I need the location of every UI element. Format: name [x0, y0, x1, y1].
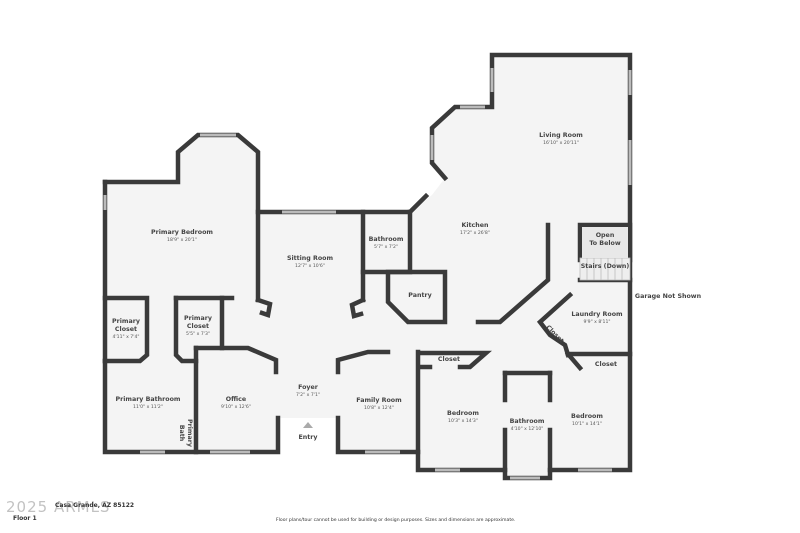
entry-label: Entry: [298, 434, 317, 441]
entry-arrow-icon: [303, 422, 313, 428]
primary-closet-2-dim: 5'5" x 7'3": [186, 331, 210, 337]
primary-closet-dim: 4'11" x 7'4": [112, 334, 139, 340]
foyer-label: Foyer: [298, 384, 319, 391]
primary-closet-label: Primary: [112, 318, 140, 325]
bathroom-dim: 5'7" x 7'2": [374, 244, 398, 250]
floor-label: Floor 1: [13, 515, 37, 522]
foyer-dim: 7'2" x 7'1": [296, 392, 320, 398]
primary-bathroom-dim: 11'0" x 11'2": [133, 404, 163, 410]
living-room-dim: 16'10" x 20'11": [543, 140, 579, 146]
primary-bedroom-dim: 18'9" x 20'1": [167, 237, 197, 243]
bedroom-2-closet-label: Closet: [595, 361, 617, 368]
laundry-room-dim: 9'9" x 8'11": [583, 319, 610, 325]
address: Casa Grande, AZ 85122: [55, 502, 135, 509]
primary-bedroom-label: Primary Bedroom: [151, 229, 213, 236]
living-room-label: Living Room: [539, 132, 583, 139]
pantry-label: Pantry: [408, 292, 431, 299]
bedroom-closet-label: Closet: [438, 356, 460, 363]
primary-closet-2-label: Primary: [184, 315, 212, 322]
open-to-below-area: [582, 227, 628, 258]
bedroom-label: Bedroom: [447, 410, 479, 417]
bedroom-2-label: Bedroom: [571, 413, 603, 420]
floor-area: [105, 55, 630, 478]
sitting-room-label: Sitting Room: [287, 255, 334, 262]
office-label: Office: [226, 396, 246, 403]
watermark: 2025 ARMLS: [6, 498, 111, 516]
sitting-room-dim: 12'7" x 10'6": [295, 263, 325, 269]
disclaimer: Floor plans/tour cannot be used for buil…: [276, 518, 516, 523]
office-dim: 9'10" x 12'6": [221, 404, 251, 410]
bedroom-dim: 10'3" x 14'3": [448, 418, 478, 424]
bathroom-2-dim: 4'10" x 12'10": [511, 426, 544, 432]
open-below-label-2: To Below: [589, 240, 621, 247]
windows: [103, 68, 632, 480]
family-room-label: Family Room: [356, 397, 402, 404]
laundry-room-label: Laundry Room: [571, 311, 623, 318]
kitchen-label: Kitchen: [461, 222, 488, 229]
primary-closet-label-2: Closet: [115, 326, 137, 333]
primary-bathroom-label: Primary Bathroom: [116, 396, 181, 403]
primary-bath-label-2: Bath: [178, 425, 185, 442]
primary-bath-label: Primary: [186, 419, 193, 447]
primary-closet-2-label-2: Closet: [187, 323, 209, 330]
garage-note: Garage Not Shown: [635, 293, 701, 300]
kitchen-dim: 17'2" x 26'8": [460, 230, 490, 236]
open-below-label: Open: [596, 232, 615, 239]
stairs-label: Stairs (Down): [581, 263, 630, 270]
family-room-dim: 10'8" x 12'4": [364, 405, 394, 411]
bathroom-2-label: Bathroom: [510, 418, 545, 425]
bathroom-label: Bathroom: [369, 236, 404, 243]
bedroom-2-dim: 10'1" x 14'1": [572, 421, 602, 427]
room-labels: Living Room 16'10" x 20'11" Kitchen 17'2…: [112, 132, 701, 447]
